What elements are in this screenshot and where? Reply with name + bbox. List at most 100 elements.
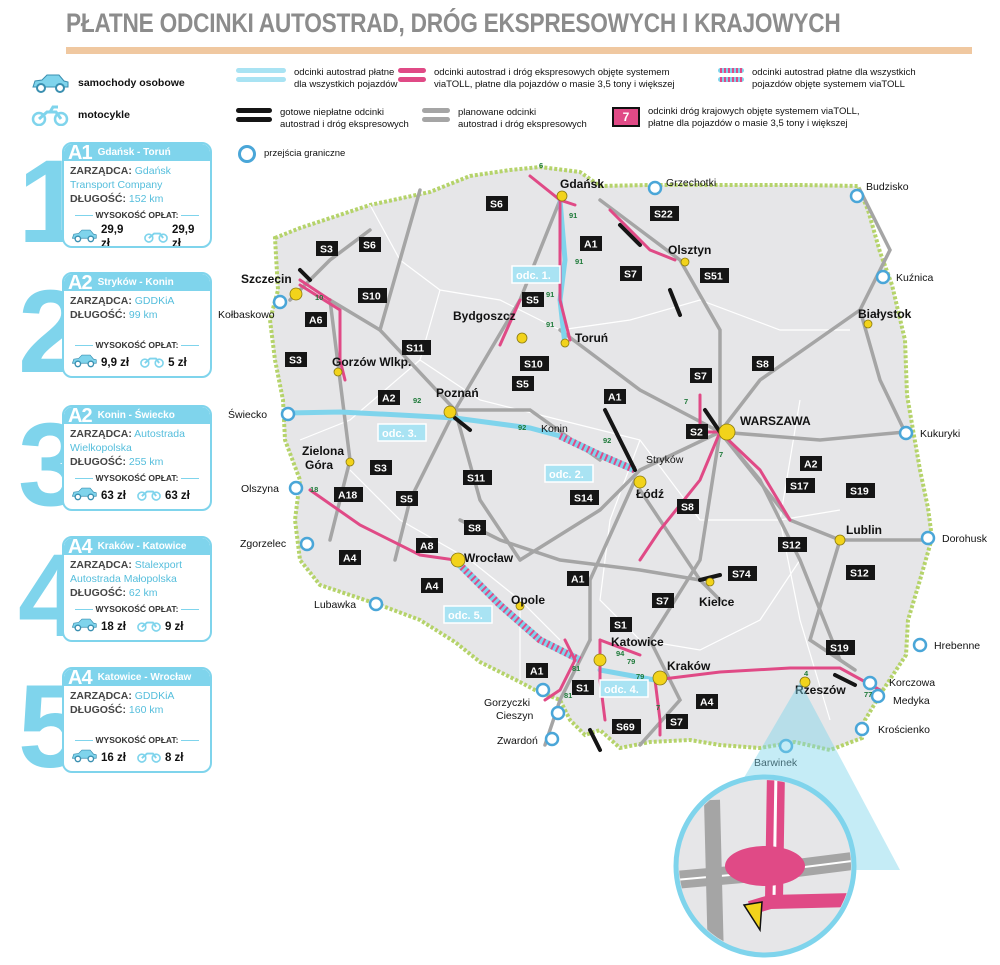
fees-label: WYSOKOŚĆ OPŁAT: xyxy=(95,604,179,614)
section-manager: GDDKiA xyxy=(134,690,175,702)
road-label-box xyxy=(285,352,307,367)
road-label: S3 xyxy=(316,241,338,256)
road-label: S6 xyxy=(486,196,508,211)
road-label: S14 xyxy=(570,490,599,505)
road-label-box xyxy=(305,312,327,327)
city-label: Bydgoszcz xyxy=(453,309,516,323)
road-label-text: A1 xyxy=(530,666,544,678)
length-label: DŁUGOŚĆ: xyxy=(70,456,126,468)
city-label: Kraków xyxy=(667,659,711,673)
road-label-box xyxy=(612,719,641,734)
road-label-box xyxy=(334,487,363,502)
road-number: 92 xyxy=(518,423,526,432)
free-roads xyxy=(298,223,857,752)
city-label: Olsztyn xyxy=(668,243,711,257)
section-route: Katowice - Wrocław xyxy=(97,672,192,683)
legend-magenta-line-1: odcinki autostrad i dróg ekspresowych ob… xyxy=(434,67,670,78)
road-label: S2 xyxy=(686,424,708,439)
road-label-text: S3 xyxy=(289,355,302,367)
road-label-text: S10 xyxy=(524,359,543,371)
legend-gray-line-2: autostrad i dróg ekspresowych xyxy=(458,119,587,130)
city-label: Wrocław xyxy=(464,551,514,565)
border-crossing-label: Kuźnica xyxy=(896,272,934,284)
road-number: 92 xyxy=(413,396,421,405)
car-icon xyxy=(30,72,70,94)
section-route: Kraków - Katowice xyxy=(97,541,187,552)
road-number: 7 xyxy=(684,397,688,406)
road-label-box xyxy=(604,389,626,404)
road-number: 81 xyxy=(564,691,572,700)
road-label-box xyxy=(610,617,632,632)
road-label-text: A18 xyxy=(338,490,357,502)
road-label-box xyxy=(677,499,699,514)
road-label-text: S19 xyxy=(830,643,849,655)
road-number: 10 xyxy=(315,293,323,302)
length-label: DŁUGOŚĆ: xyxy=(70,309,126,321)
car-fee: 29,9 zł xyxy=(101,224,124,248)
legend-national-line-1: odcinki dróg krajowych objęte systemem v… xyxy=(648,106,860,117)
road-number: 77 xyxy=(864,690,872,699)
border-crossing-label: Cieszyn xyxy=(496,710,534,722)
city-label: Toruń xyxy=(575,331,608,345)
legend-motorcycles: motocykle xyxy=(30,104,130,126)
moto-fee: 5 zł xyxy=(168,356,187,369)
road-label-text: S8 xyxy=(756,359,769,371)
city-label: Opole xyxy=(511,593,545,607)
border-crossing-label: Zgorzelec xyxy=(240,538,286,550)
road-label: A8 xyxy=(416,538,438,553)
road-label-box xyxy=(570,490,599,505)
section-route: Gdańsk - Toruń xyxy=(97,147,171,158)
legend-border: przejścia graniczne xyxy=(236,145,345,163)
road-label-text: S8 xyxy=(468,523,481,535)
section-manager: Stalexport Autostrada Małopolska xyxy=(70,559,183,585)
car-icon xyxy=(70,748,98,767)
road-label-text: S12 xyxy=(850,568,869,580)
motorcycle-icon xyxy=(136,486,162,505)
city-label: Łódź xyxy=(636,487,664,501)
road-label-box xyxy=(396,491,418,506)
car-fee: 18 zł xyxy=(101,620,126,633)
legend-black-line-1: gotowe niepłatne odcinki xyxy=(280,107,385,118)
city-label: Gdańsk xyxy=(560,177,604,191)
road-label-box xyxy=(846,565,875,580)
border-crossing-label: Hrebenne xyxy=(934,640,980,652)
city-label: Góra xyxy=(305,458,333,472)
legend-striped-line-2: pojazdów objęte systemem viaTOLL xyxy=(752,79,905,90)
road-label: S8 xyxy=(752,356,774,371)
legend-border-label: przejścia graniczne xyxy=(264,148,346,159)
road-label-box xyxy=(686,424,708,439)
road-label-box xyxy=(652,593,674,608)
zoom-inset xyxy=(673,682,900,958)
road-label-text: S51 xyxy=(704,271,723,283)
road-label: S69 xyxy=(612,719,641,734)
road-label-text: S11 xyxy=(467,473,485,485)
city-markers xyxy=(289,190,873,688)
border-crossing-label: Medyka xyxy=(893,695,930,707)
car-icon xyxy=(70,486,98,505)
legend-magenta-line-2: viaTOLL, płatne dla pojazdów o masie 3,5… xyxy=(434,79,675,90)
section-length: 255 km xyxy=(128,456,164,468)
road-label-text: S1 xyxy=(576,683,589,695)
car-fee: 16 zł xyxy=(101,751,126,764)
road-label: A1 xyxy=(567,571,589,586)
road-label-box xyxy=(567,571,589,586)
border-crossing-label: Korczowa xyxy=(889,677,935,689)
road-label: S7 xyxy=(666,714,688,729)
national-road-numbers: 6 91 91 10 91 91 92 92 92 7 7 18 94 79 7… xyxy=(310,161,872,712)
road-label: S7 xyxy=(620,266,642,281)
legend-magenta: odcinki autostrad i dróg ekspresowych ob… xyxy=(398,67,675,91)
svg-text:odc. 2.: odc. 2. xyxy=(549,469,584,481)
road-label-box xyxy=(370,460,392,475)
road-label-box xyxy=(416,538,438,553)
road-label-box xyxy=(846,483,875,498)
road-label-text: A1 xyxy=(571,574,585,586)
road-label-text: S3 xyxy=(374,463,387,475)
road-label-box xyxy=(464,520,486,535)
road-label-box xyxy=(520,356,549,371)
border-crossing-label: Olszyna xyxy=(241,483,279,495)
road-label: S11 xyxy=(402,340,431,355)
